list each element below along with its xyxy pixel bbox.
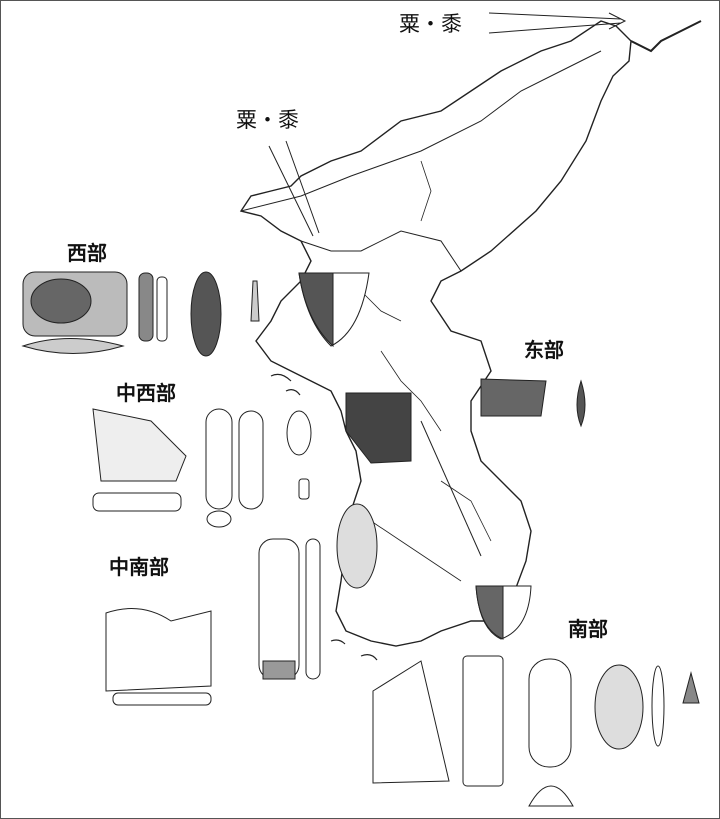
artifact-knife [92, 408, 187, 482]
coastline [239, 20, 632, 647]
label-crop-ne: 粟・黍 [399, 12, 462, 36]
arrow [488, 12, 627, 34]
artifact-adze [372, 660, 450, 784]
islands [270, 373, 378, 661]
artifact-grinder-long [205, 408, 233, 510]
artifact-grinder-south [528, 658, 572, 768]
artifact-axe-cs [336, 503, 378, 589]
artifact-knife-cs [105, 608, 212, 692]
artifact-point [250, 280, 260, 322]
artifact-point-south [682, 671, 700, 704]
artifact-grinder-cs [258, 538, 300, 680]
label-west: 西部 [67, 241, 107, 265]
river [440, 480, 492, 542]
label-east: 东部 [524, 338, 564, 362]
artifact-grinder [21, 338, 125, 354]
artifact-point-east [576, 379, 586, 428]
artifact-tool [138, 272, 154, 342]
east-coast-north [630, 20, 702, 53]
label-central-west: 中西部 [116, 381, 176, 405]
river [360, 290, 402, 322]
artifact-blade [92, 492, 182, 512]
artifact-core [594, 664, 644, 750]
river [370, 520, 462, 582]
label-central-south: 中南部 [109, 555, 169, 579]
border-line [300, 230, 462, 272]
arrow [268, 140, 320, 237]
label-south: 南部 [568, 617, 608, 641]
label-crop-nw: 粟・黍 [236, 108, 299, 132]
artifact-axe [190, 271, 222, 357]
river [380, 350, 442, 432]
pottery-sherd-central-west [345, 392, 412, 464]
artifact-chisel [462, 655, 504, 787]
arrow [420, 420, 482, 557]
artifact-hoe [286, 410, 312, 456]
border-line [240, 50, 602, 212]
pottery-sherd-east [480, 378, 547, 417]
river [420, 160, 432, 222]
